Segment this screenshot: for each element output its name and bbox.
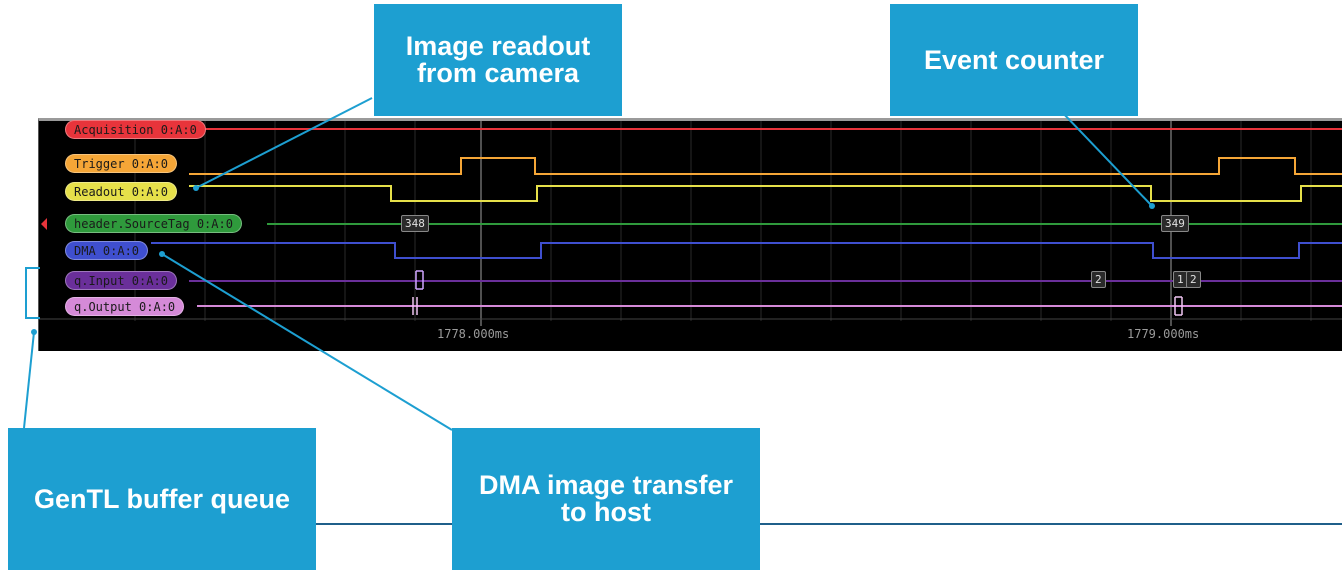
source-tag-value: 348 [401, 215, 429, 232]
leader-line-readout [195, 97, 373, 189]
leader-line-event-counter [1059, 109, 1153, 207]
source-tag-value: 349 [1161, 215, 1189, 232]
callout-image-readout: Image readout from camera [374, 4, 622, 116]
channel-label-acquisition[interactable]: Acquisition 0:A:0 [65, 120, 206, 139]
q-input-value: 2 [1091, 271, 1106, 288]
channel-label-dma[interactable]: DMA 0:A:0 [65, 241, 149, 260]
callout-dma-transfer: DMA image transfer to host [452, 428, 760, 570]
waveform-dma [151, 242, 1342, 259]
channel-label-trigger[interactable]: Trigger 0:A:0 [65, 154, 177, 173]
logic-analyzer-panel: Acquisition 0:A:0 Trigger 0:A:0 Readout … [38, 118, 1342, 351]
channel-label-q-output[interactable]: q.Output 0:A:0 [65, 297, 185, 316]
channel-label-source-tag[interactable]: header.SourceTag 0:A:0 [65, 214, 242, 233]
time-tick-label: 1779.000ms [1127, 327, 1200, 341]
callout-event-counter: Event counter [890, 4, 1138, 116]
leader-line-buffer-queue [23, 331, 35, 429]
buffer-queue-bracket [25, 267, 40, 319]
channel-label-readout[interactable]: Readout 0:A:0 [65, 182, 177, 201]
waveform-trigger [189, 157, 1342, 175]
channel-label-q-input[interactable]: q.Input 0:A:0 [65, 271, 177, 290]
callout-gentl-buffer-queue: GenTL buffer queue [8, 428, 316, 570]
time-tick-label: 1778.000ms [437, 327, 510, 341]
channel-marker-arrow [41, 218, 47, 230]
q-input-value: 2 [1186, 271, 1201, 288]
waveform-readout [189, 185, 1342, 202]
leader-line-dma [161, 253, 453, 431]
